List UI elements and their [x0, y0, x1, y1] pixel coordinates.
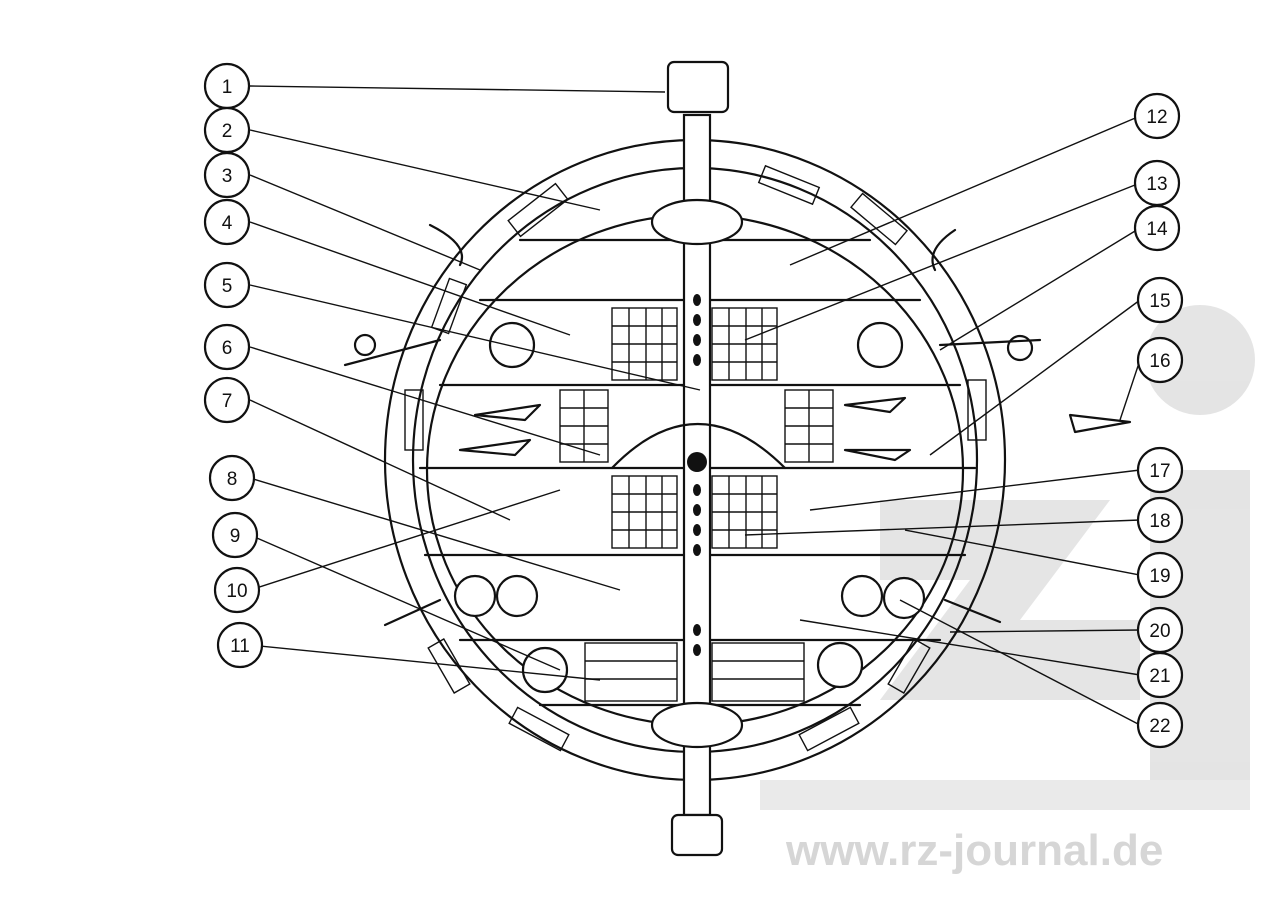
callout-17: 17	[1136, 446, 1184, 494]
callout-10: 10	[213, 566, 261, 614]
callout-11: 11	[216, 621, 264, 669]
svg-text:7: 7	[222, 391, 233, 412]
callout-21: 21	[1136, 651, 1184, 699]
svg-text:6: 6	[222, 338, 233, 359]
callout-20: 20	[1136, 606, 1184, 654]
callout-16: 16	[1136, 336, 1184, 384]
callout-2: 2	[203, 106, 251, 154]
leader-lines	[249, 85, 1141, 726]
svg-text:10: 10	[226, 581, 247, 602]
callout-12: 12	[1133, 92, 1181, 140]
callout-7: 7	[203, 376, 251, 424]
svg-text:21: 21	[1149, 666, 1170, 687]
callout-9: 9	[211, 511, 259, 559]
storage-grids	[559, 307, 834, 702]
callout-22: 22	[1136, 701, 1184, 749]
callout-6: 6	[203, 323, 251, 371]
svg-text:1: 1	[222, 77, 233, 98]
central-spine	[650, 60, 744, 857]
svg-text:9: 9	[230, 526, 241, 547]
svg-text:16: 16	[1149, 351, 1170, 372]
svg-text:8: 8	[227, 469, 238, 490]
callout-19: 19	[1136, 551, 1184, 599]
callout-8: 8	[208, 454, 256, 502]
callout-14: 14	[1133, 204, 1181, 252]
hangar-dome	[610, 423, 787, 470]
fighter-craft-icon	[458, 396, 1132, 462]
svg-text:15: 15	[1149, 291, 1170, 312]
svg-text:12: 12	[1146, 107, 1167, 128]
callout-18: 18	[1136, 496, 1184, 544]
callout-15: 15	[1136, 276, 1184, 324]
station-booms	[343, 223, 1042, 627]
callout-5: 5	[203, 261, 251, 309]
svg-text:4: 4	[222, 213, 233, 234]
svg-text:2: 2	[222, 121, 233, 142]
watermark-url: www.rz-journal.de	[785, 826, 1163, 875]
svg-text:5: 5	[222, 276, 233, 297]
svg-text:11: 11	[230, 636, 250, 657]
svg-text:17: 17	[1149, 461, 1170, 482]
svg-text:22: 22	[1149, 716, 1170, 737]
callout-13: 13	[1133, 159, 1181, 207]
callout-4: 4	[203, 198, 251, 246]
svg-text:20: 20	[1149, 621, 1170, 642]
callout-1: 1	[203, 62, 251, 110]
svg-text:19: 19	[1149, 566, 1170, 587]
svg-text:13: 13	[1146, 174, 1167, 195]
svg-text:18: 18	[1149, 511, 1170, 532]
svg-text:14: 14	[1146, 219, 1168, 240]
svg-text:3: 3	[222, 166, 233, 187]
callout-3: 3	[203, 151, 251, 199]
